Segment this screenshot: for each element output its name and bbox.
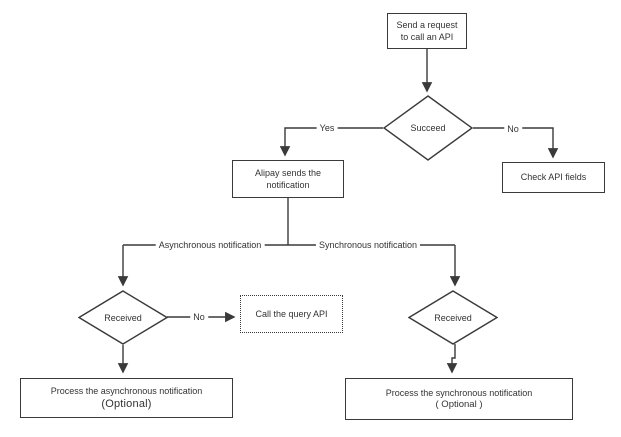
node-succeed-decision: Succeed	[383, 95, 473, 161]
edge-label-received-no: No	[190, 312, 208, 322]
process-sync-label: Process the synchronous notification	[385, 387, 533, 398]
node-send-request: Send a request to call an API	[387, 13, 467, 49]
received-sync-label: Received	[434, 312, 472, 323]
process-async-label: Process the asynchronous notification	[50, 385, 203, 396]
edge-succeed-yes-to-alipay	[279, 127, 383, 157]
node-received-async-decision: Received	[78, 290, 168, 345]
node-alipay-sends-notification: Alipay sends the notification	[232, 160, 344, 198]
process-sync-optional-label: ( Optional )	[435, 398, 483, 410]
diamond-shape	[78, 290, 168, 345]
diamond-shape	[408, 290, 498, 345]
node-received-sync-decision: Received	[408, 290, 498, 345]
diamond-shape	[383, 95, 473, 161]
edge-label-no: No	[504, 124, 522, 134]
received-async-label: Received	[104, 312, 142, 323]
edge-label-yes: Yes	[316, 123, 338, 133]
node-call-query-api: Call the query API	[240, 295, 343, 333]
node-process-asynchronous-notification: Process the asynchronous notification (O…	[20, 378, 233, 418]
edge-label-asynchronous-notification: Asynchronous notification	[155, 240, 265, 250]
node-process-synchronous-notification: Process the synchronous notification ( O…	[345, 378, 573, 420]
process-async-optional-label: (Optional)	[101, 397, 152, 410]
succeed-label: Succeed	[410, 123, 446, 133]
edge-label-synchronous-notification: Synchronous notification	[315, 240, 421, 250]
edge-succeed-no-to-check	[473, 127, 559, 159]
edge-received-sync-to-process	[446, 344, 458, 374]
node-check-api-fields: Check API fields	[502, 162, 605, 193]
